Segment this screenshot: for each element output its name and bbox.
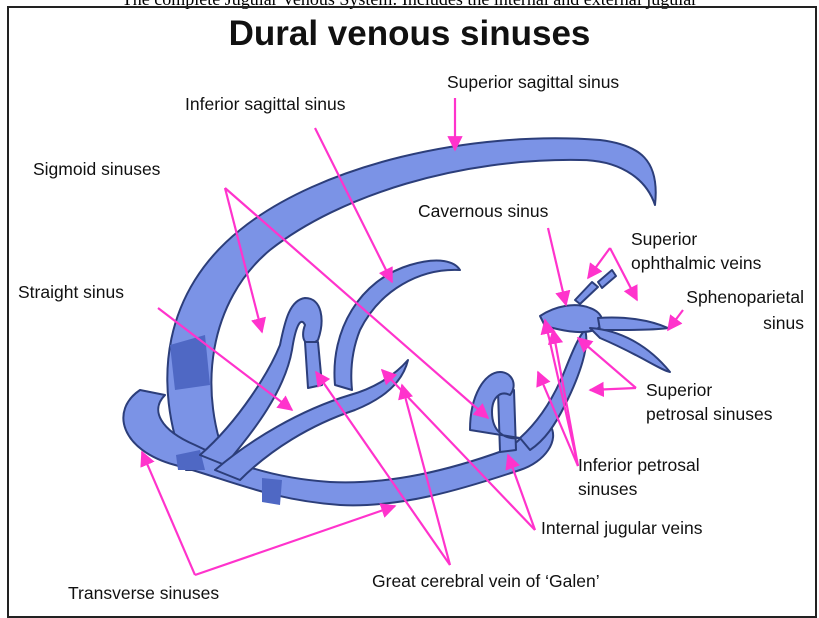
pointer-galen-1 — [316, 372, 450, 565]
transverse-shading-right — [262, 478, 282, 505]
pointer-sphenoparietal — [668, 310, 683, 330]
label-superior-sagittal-sinus: Superior sagittal sinus — [447, 72, 619, 93]
label-inferior-petrosal-2: sinuses — [578, 479, 637, 500]
label-superior-ophthalmic-1: Superior — [631, 229, 697, 250]
jugular-right-vessel — [498, 390, 516, 452]
label-superior-ophthalmic-2: ophthalmic veins — [631, 253, 761, 274]
pointer-cavernous — [548, 228, 566, 305]
label-straight-sinus: Straight sinus — [18, 282, 124, 303]
label-inferior-petrosal-1: Inferior petrosal — [578, 455, 700, 476]
pointer-superior-petrosal-2 — [590, 388, 636, 390]
sphenoparietal-lower-vessel — [590, 328, 670, 372]
label-cavernous-sinus: Cavernous sinus — [418, 201, 548, 222]
superior-ophthalmic-vein-1 — [575, 282, 598, 304]
label-internal-jugular-veins: Internal jugular veins — [541, 518, 702, 539]
jugular-left-vessel — [305, 342, 322, 388]
label-transverse-sinuses: Transverse sinuses — [68, 583, 219, 604]
pointer-transverse-2 — [195, 506, 395, 575]
label-sphenoparietal-2: sinus — [763, 313, 804, 334]
label-superior-petrosal-2: petrosal sinuses — [646, 404, 772, 425]
label-superior-petrosal-1: Superior — [646, 380, 712, 401]
label-great-cerebral-vein: Great cerebral vein of ‘Galen’ — [372, 571, 600, 592]
sphenoparietal-sinus-vessel — [598, 317, 668, 330]
vessels — [123, 138, 670, 505]
label-inferior-sagittal-sinus: Inferior sagittal sinus — [185, 94, 346, 115]
label-sigmoid-sinuses: Sigmoid sinuses — [33, 159, 160, 180]
label-sphenoparietal-1: Sphenoparietal — [686, 287, 804, 308]
superior-ophthalmic-vein-2 — [598, 270, 616, 288]
